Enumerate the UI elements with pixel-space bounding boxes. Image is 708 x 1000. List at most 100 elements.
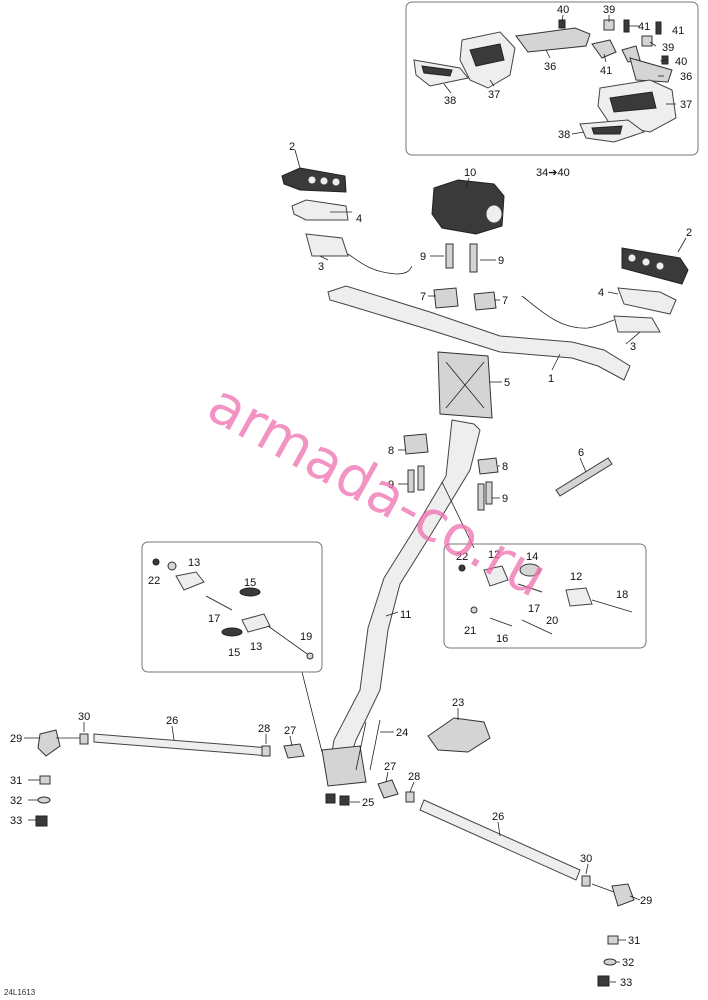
callout-26-left: 26 — [166, 715, 178, 727]
rod-end-13-lower — [241, 613, 271, 633]
pad-end — [485, 204, 503, 224]
rod-end-27-left — [283, 743, 305, 759]
callout-4-right: 4 — [598, 287, 604, 299]
callout-28-right: 28 — [408, 771, 420, 783]
handlebar-pad — [431, 179, 505, 235]
callout-26-right: 26 — [492, 811, 504, 823]
clamp-41 — [591, 39, 617, 59]
strap — [555, 457, 613, 497]
left-detail-frame — [141, 541, 323, 673]
left-detail-inset: 22 13 15 17 15 13 19 — [141, 541, 323, 673]
deflector-left-logo — [421, 65, 453, 77]
throttle-cable-left — [347, 253, 413, 275]
callout-9-top-left: 9 — [420, 251, 426, 263]
callout-14: 14 — [526, 551, 538, 563]
callout-32-right: 32 — [622, 957, 634, 969]
handguard-left-insert — [469, 43, 505, 67]
callout-13-lower: 13 — [250, 641, 262, 653]
bolt-9-a — [445, 243, 454, 269]
nut-33-right — [597, 975, 610, 987]
callout-11: 11 — [400, 609, 411, 621]
spacer-38-right — [641, 35, 653, 47]
grip-sleeve-right — [617, 287, 677, 315]
watermark: armada-co.ru — [197, 371, 557, 610]
nut-25-a — [325, 793, 336, 804]
callout-36a: 37 — [488, 89, 500, 101]
callout-19: 19 — [300, 631, 312, 643]
handlebar-group: 10 9 9 7 7 1 5 8 8 — [327, 167, 631, 511]
callout-4-left: 4 — [356, 213, 362, 225]
callout-29-right: 29 — [640, 895, 652, 907]
cable-right — [521, 295, 615, 329]
callout-2-left: 2 — [289, 141, 295, 153]
base-group: 23 24 25 — [325, 697, 491, 809]
callout-3-right: 3 — [630, 341, 636, 353]
grip-right — [621, 247, 689, 285]
callout-31-left: 31 — [10, 775, 22, 787]
boot-31-left — [39, 775, 51, 785]
damper-12-right — [565, 587, 593, 607]
right-grip-group: 2 4 3 — [521, 227, 692, 353]
callout-41: 41 — [600, 65, 612, 77]
clamp-8-left — [403, 433, 429, 455]
callout-5: 5 — [504, 377, 510, 389]
screw-40-b — [655, 21, 662, 35]
handlebar — [327, 285, 631, 381]
callout-30-left: 30 — [78, 711, 90, 723]
callout-32-left: 32 — [10, 795, 22, 807]
callout-9-top-right: 9 — [498, 255, 504, 267]
deflector-right-logo — [591, 125, 623, 135]
callout-33-right: 33 — [620, 977, 632, 989]
callout-28-left: 28 — [258, 723, 270, 735]
callout-27-left: 27 — [284, 725, 296, 737]
left-tie-rod-group: 29 30 26 28 27 31 32 33 — [10, 711, 305, 827]
drawing-code: 24L1613 — [4, 988, 36, 997]
clamp-7-right — [473, 291, 497, 311]
callout-35a: 36 — [544, 61, 556, 73]
throttle-grip-left — [305, 233, 349, 257]
handguard-kit-inset: 40 39 41 41 39 40 36 37 38 36 37 38 41 3… — [405, 1, 699, 179]
handguard-kit-frame — [405, 1, 699, 156]
callout-31-right: 31 — [628, 935, 640, 947]
callout-18: 18 — [616, 589, 628, 601]
throttle-right — [613, 315, 661, 333]
bolt-9-d — [417, 465, 425, 491]
callout-9-bottom-right: 9 — [502, 493, 508, 505]
callout-21: 21 — [464, 625, 476, 637]
washer-32-right — [603, 958, 617, 966]
rod-end-13-upper — [175, 571, 205, 591]
column-base-bracket — [321, 745, 367, 787]
jam-nut-30-left — [79, 733, 89, 745]
callout-27-right: 27 — [384, 761, 396, 773]
callout-6: 6 — [578, 447, 584, 459]
callout-17-left: 17 — [208, 613, 220, 625]
clamp-41-b — [621, 45, 641, 63]
callout-12-right: 12 — [570, 571, 582, 583]
tie-rod-26-right — [419, 799, 581, 881]
callout-29-left: 29 — [10, 733, 22, 745]
nut-33-left — [35, 815, 48, 827]
callout-24: 24 — [396, 727, 408, 739]
washer-32-left — [37, 796, 51, 804]
callout-22-left: 22 — [148, 575, 160, 587]
steering-column-group: 11 — [301, 419, 481, 787]
callout-15-lower: 15 — [228, 647, 240, 659]
callout-23: 23 — [452, 697, 464, 709]
callout-20: 20 — [546, 615, 558, 627]
callout-8-left: 8 — [388, 445, 394, 457]
callout-7-left: 7 — [420, 291, 426, 303]
right-detail-frame — [443, 543, 647, 649]
bushing-14 — [519, 563, 541, 577]
callout-33-left: 33 — [10, 815, 22, 827]
clamp-7-left — [433, 287, 459, 309]
left-grip-group: 2 4 3 — [281, 141, 413, 275]
callout-3-left: 3 — [318, 261, 324, 273]
grip-sleeve-left — [291, 199, 349, 221]
callout-9-bottom-left: 9 — [388, 479, 394, 491]
bolt-9-e — [477, 483, 485, 511]
callout-25: 25 — [362, 797, 374, 809]
base-plate-23 — [427, 717, 491, 753]
callout-39b: 40 — [675, 56, 687, 68]
callout-38a: 39 — [603, 4, 615, 16]
clamp-8-right — [477, 457, 499, 475]
